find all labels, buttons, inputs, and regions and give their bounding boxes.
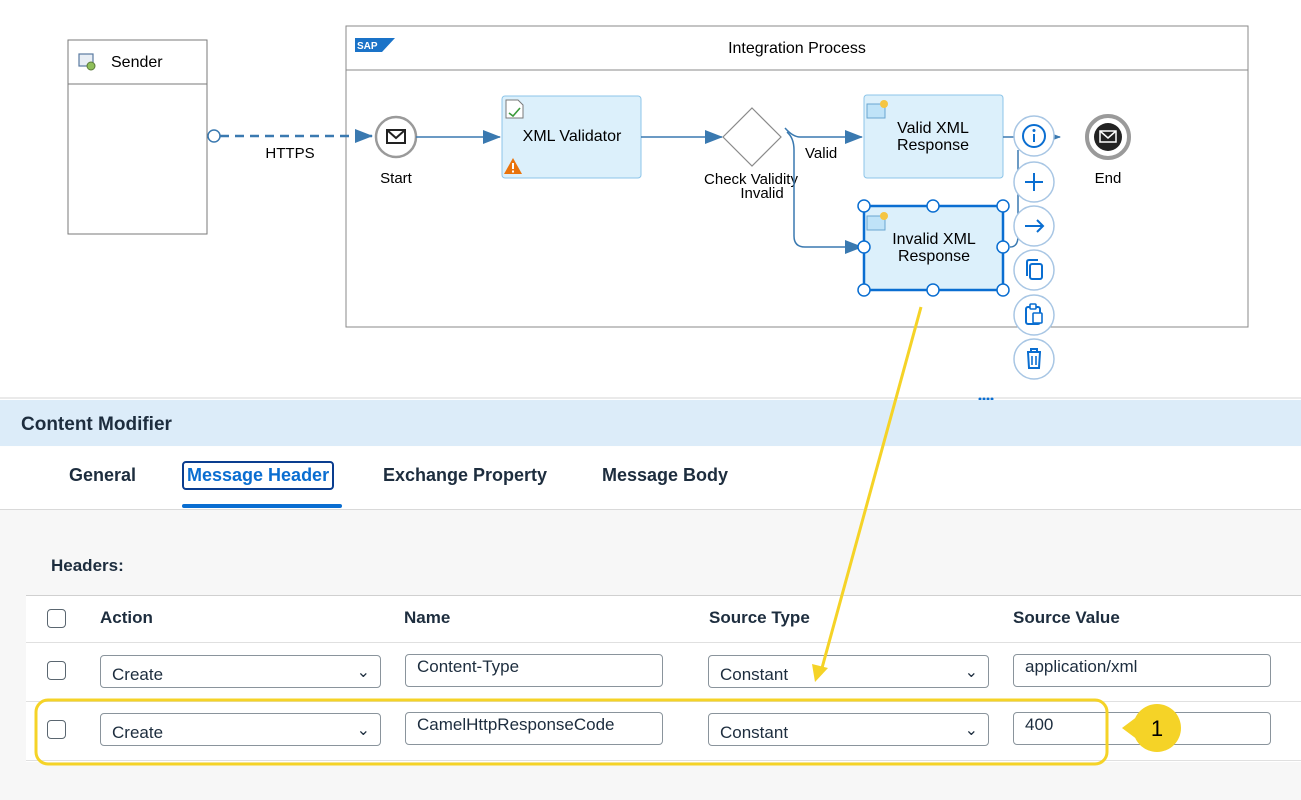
chevron-down-icon: ⌄ (964, 664, 978, 681)
headers-label: Headers: (51, 556, 124, 575)
copy-icon[interactable] (1013, 249, 1055, 291)
sender-icon (78, 53, 96, 71)
chevron-down-icon: ⌄ (356, 722, 370, 739)
validator-icon (505, 99, 524, 119)
info-icon[interactable] (1013, 115, 1055, 157)
panel-header (0, 400, 1301, 446)
start-label: Start (380, 170, 413, 187)
xml-validator-label: XML Validator (523, 128, 622, 145)
column-header-action: Action (100, 608, 153, 627)
valid-response-line1: Valid XML (897, 120, 969, 137)
name-input[interactable]: Content-Type (405, 654, 663, 687)
source-type-value: Constant (720, 723, 789, 742)
action-value: Create (112, 723, 164, 742)
row-checkbox[interactable] (47, 720, 66, 739)
integration-process-pool[interactable] (345, 25, 1249, 328)
panel-title: Content Modifier (21, 414, 172, 435)
warning-icon (504, 158, 522, 174)
source-type-select[interactable]: Constant ⌄ (708, 713, 989, 746)
source-value-input[interactable]: application/xml (1013, 654, 1271, 687)
check-validity-router[interactable] (722, 107, 782, 167)
tab-message-body[interactable]: Message Body (602, 465, 729, 485)
sap-logo: SAP (355, 38, 395, 52)
chevron-down-icon: ⌄ (356, 664, 370, 681)
row-divider (26, 701, 1301, 702)
row-checkbox[interactable] (47, 661, 66, 680)
tab-bar (0, 447, 1301, 510)
content-modifier-icon (866, 212, 888, 231)
delete-icon[interactable] (1013, 338, 1055, 380)
action-select[interactable]: Create ⌄ (100, 713, 381, 746)
invalid-response-line2: Response (898, 248, 970, 265)
integration-flow-diagram: Sender SAP Integration Process HTTPS Sta… (0, 25, 1301, 401)
source-type-select[interactable]: Constant ⌄ (708, 655, 989, 688)
tab-general[interactable]: General (69, 465, 137, 485)
add-icon[interactable] (1013, 161, 1055, 203)
source-value-text: application/xml (1025, 657, 1138, 676)
row-divider (26, 760, 1301, 761)
selected-tab-indicator (182, 504, 342, 508)
name-value: CamelHttpResponseCode (417, 715, 615, 734)
sender-label: Sender (111, 54, 163, 71)
process-title: Integration Process (728, 40, 866, 57)
source-type-value: Constant (720, 665, 789, 684)
select-all-checkbox[interactable] (47, 609, 66, 628)
column-header-source-value: Source Value (1013, 608, 1120, 627)
https-label: HTTPS (265, 145, 314, 162)
connection-start-dot (207, 129, 221, 143)
envelope-icon (386, 129, 406, 144)
connect-arrow-icon[interactable] (1013, 205, 1055, 247)
content-modifier-icon (866, 100, 888, 119)
chevron-down-icon: ⌄ (964, 722, 978, 739)
valid-response-line2: Response (897, 137, 969, 154)
end-label: End (1095, 170, 1122, 187)
action-value: Create (112, 665, 164, 684)
router-label: Check Validity (704, 171, 798, 188)
column-header-source-type: Source Type (709, 608, 810, 627)
invalid-response-line1: Invalid XML (892, 231, 976, 248)
column-header-name: Name (404, 608, 451, 627)
valid-branch-flow[interactable] (784, 127, 863, 144)
valid-branch-label: Valid (805, 145, 837, 162)
tab-exchange-property[interactable]: Exchange Property (383, 465, 548, 485)
name-input[interactable]: CamelHttpResponseCode (405, 712, 663, 745)
source-value-text: 400 (1025, 715, 1054, 734)
envelope-icon (1099, 130, 1117, 143)
tab-message-header[interactable]: Message Header (182, 461, 335, 490)
row-divider (26, 642, 1301, 643)
splitter-handle-icon[interactable] (978, 397, 994, 401)
name-value: Content-Type (417, 657, 520, 676)
invalid-branch-label: Invalid (740, 185, 783, 202)
action-select[interactable]: Create ⌄ (100, 655, 381, 688)
invalid-branch-flow[interactable] (786, 131, 863, 254)
sender-participant[interactable] (67, 39, 208, 235)
source-value-input[interactable]: 400 (1013, 712, 1271, 745)
svg-text:SAP: SAP (357, 41, 378, 52)
paste-icon[interactable] (1013, 294, 1055, 336)
selection-handles[interactable] (857, 199, 1010, 297)
